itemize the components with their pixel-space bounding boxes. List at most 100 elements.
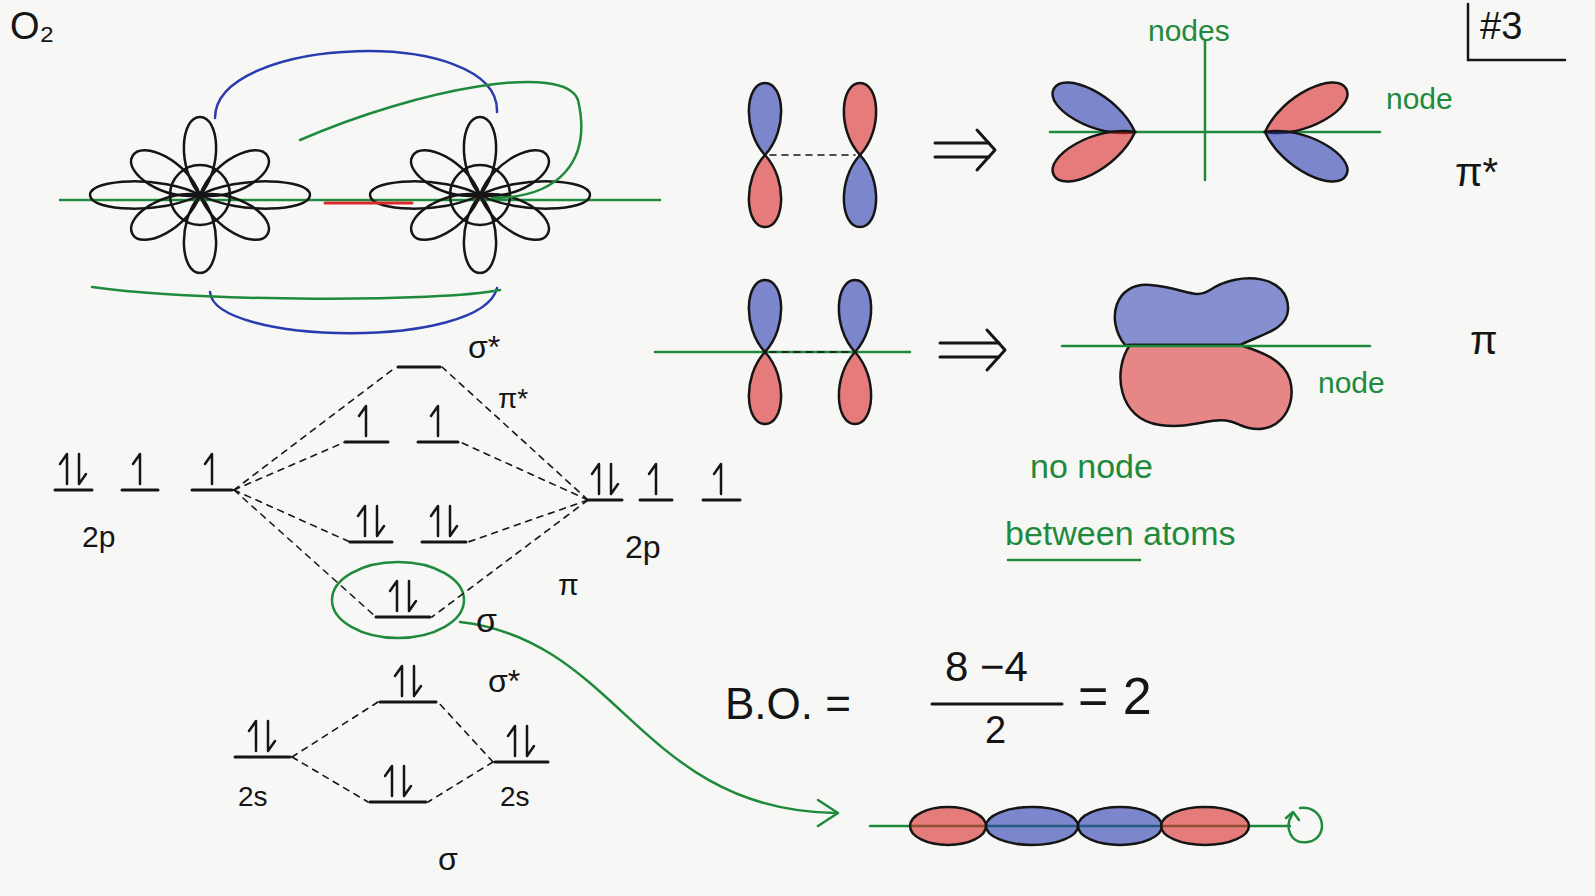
orbital-lobe <box>749 83 781 155</box>
underline <box>1008 559 1140 562</box>
correlation-line <box>770 154 855 156</box>
electron-up <box>592 464 599 494</box>
implies-arrow <box>987 330 1005 370</box>
energy-level <box>192 489 232 492</box>
bond-axis <box>60 199 660 202</box>
implies-arrow <box>940 356 999 359</box>
pi-overlap-curve <box>300 82 581 198</box>
nodal-plane <box>1050 131 1380 134</box>
orbital-label: σ* <box>468 330 500 365</box>
correlation-line <box>432 500 588 617</box>
pi-orbital-lobe <box>1120 345 1291 429</box>
orbital-lobe <box>184 117 216 195</box>
electron-up <box>390 581 397 611</box>
annotation: no node <box>1030 448 1153 485</box>
bond-order-formula: = 2 <box>1078 668 1152 725</box>
orbital-lobe <box>370 181 480 208</box>
correlation-line <box>234 490 350 542</box>
orbital-lobe <box>839 280 871 352</box>
orbital-lobe <box>749 352 781 424</box>
correlation-line <box>234 367 396 490</box>
orbital-lobe <box>200 181 310 208</box>
orbital-label: 2p <box>82 520 115 553</box>
electron-up <box>431 506 438 536</box>
pi-orbital-lobe <box>1115 278 1288 345</box>
energy-level <box>703 499 740 502</box>
electron-down <box>414 666 421 696</box>
energy-level <box>370 801 426 804</box>
electron-down <box>450 506 457 536</box>
nodal-plane <box>1204 40 1207 180</box>
orbital-lobe <box>464 117 496 195</box>
correlation-line <box>460 442 588 500</box>
electron-up <box>395 666 402 696</box>
orbital-lobe <box>844 155 876 227</box>
orbital-lobe <box>472 181 556 248</box>
electron-up <box>359 406 366 436</box>
orbital-lobe <box>404 142 488 209</box>
orbital-lobe <box>90 181 200 208</box>
orbital-lobe <box>184 195 216 273</box>
page-number: #3 <box>1480 6 1522 48</box>
electron-up <box>133 454 140 484</box>
correlation-line <box>468 500 588 542</box>
energy-level <box>398 366 440 369</box>
orbital-label: π* <box>1455 150 1498 194</box>
electron-down <box>377 506 384 536</box>
orbital-lobe <box>480 181 590 208</box>
energy-level <box>418 441 458 444</box>
correlation-line <box>292 702 378 757</box>
orbital-label: 2s <box>238 782 268 813</box>
correlation-line <box>428 762 493 802</box>
bond-axis <box>655 351 910 354</box>
bond-order-formula: 2 <box>985 710 1006 752</box>
energy-level <box>345 441 388 444</box>
orbital-label: σ <box>438 842 458 877</box>
highlight-circle <box>332 562 464 638</box>
orbital-label: σ <box>476 602 497 639</box>
electron-up <box>249 721 256 751</box>
correlation-line <box>442 367 588 500</box>
correlation-line <box>234 442 345 490</box>
correlation-line <box>770 351 850 353</box>
electron-up <box>205 454 212 484</box>
orbital-lobe <box>844 83 876 155</box>
orbital-lobe <box>192 181 276 248</box>
energy-level <box>350 541 392 544</box>
annotation: nodes <box>1148 14 1230 47</box>
electron-down <box>79 454 86 484</box>
annotation: node <box>1386 82 1453 115</box>
orbital-lobe <box>1046 117 1144 191</box>
orbital-lobe <box>464 195 496 273</box>
orbital-lobe <box>749 155 781 227</box>
correlation-line <box>292 757 368 802</box>
orbital-label: 2s <box>500 782 530 813</box>
electron-up <box>60 454 67 484</box>
corner-mark <box>1467 4 1470 60</box>
bond-order-formula: B.O. = <box>725 680 851 728</box>
energy-level <box>588 499 622 502</box>
correlation-line <box>438 702 493 762</box>
electron-down <box>404 766 411 796</box>
sigma-orbital-lobe <box>1078 807 1162 845</box>
molecule-name: O₂ <box>10 6 54 48</box>
orbital-lobe <box>124 142 208 209</box>
orbital-label: σ* <box>488 664 520 699</box>
orbital-label: π <box>1470 318 1498 362</box>
sigma-orbital-lobe <box>986 807 1078 845</box>
bond-overlap <box>325 202 412 205</box>
electron-up <box>431 406 438 436</box>
implies-arrow <box>977 130 995 170</box>
electron-down <box>527 726 534 756</box>
sigma-orbital-lobe <box>1161 807 1249 845</box>
pi-overlap-curve <box>215 51 497 118</box>
orbital-label: π* <box>498 384 528 415</box>
energy-level <box>640 499 672 502</box>
orbital-label: 2p <box>625 530 661 565</box>
pi-overlap-curve <box>92 287 500 299</box>
energy-level <box>55 489 92 492</box>
electron-up <box>508 726 515 756</box>
